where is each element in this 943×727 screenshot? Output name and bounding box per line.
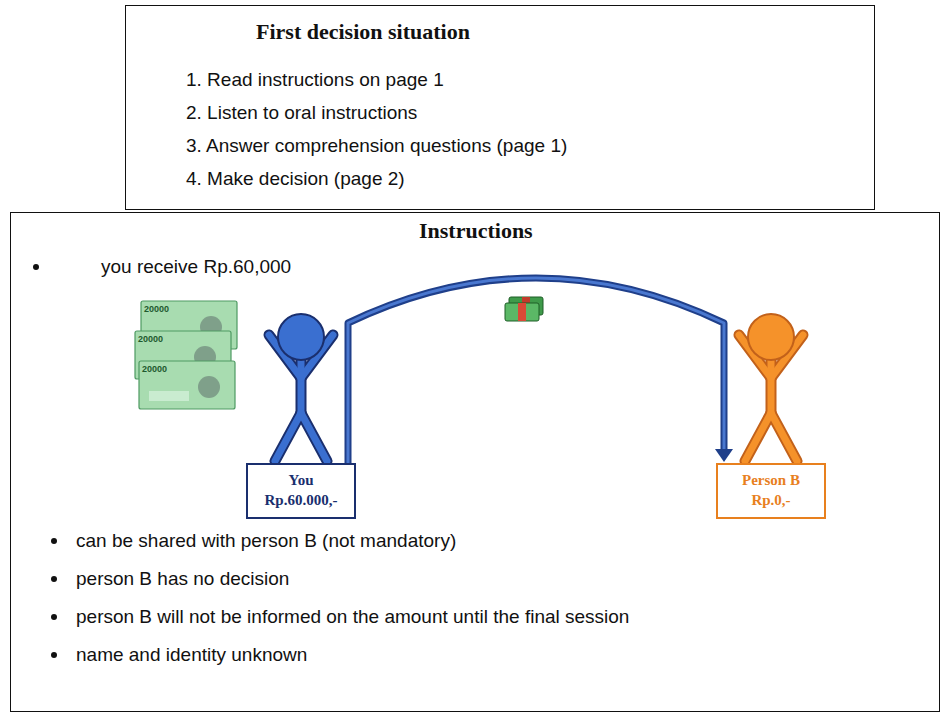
bullet-text: can be shared with person B (not mandato… xyxy=(76,529,456,553)
amount-label: Rp.0,- xyxy=(726,490,816,510)
panel-heading: First decision situation xyxy=(256,18,470,46)
person-name: Person B xyxy=(726,470,816,490)
bullet-dot xyxy=(51,614,57,620)
bullet-dot xyxy=(51,538,57,544)
blue-stick-figure xyxy=(269,314,333,461)
amount-label: Rp.60.000,- xyxy=(256,490,346,510)
banknotes xyxy=(135,301,237,409)
money-bundle xyxy=(505,297,543,321)
step-item: 3. Answer comprehension questions (page … xyxy=(186,134,567,158)
transfer-arrow xyxy=(348,278,733,463)
banknote-value: 20000 xyxy=(142,364,167,374)
panel-heading: Instructions xyxy=(419,217,533,245)
bullet-text: name and identity unknown xyxy=(76,643,307,667)
bullet-dot xyxy=(51,576,57,582)
bullet-text: you receive Rp.60,000 xyxy=(101,255,291,279)
step-item: 2. Listen to oral instructions xyxy=(186,101,417,125)
orange-stick-figure xyxy=(739,314,803,461)
panel-box: YouRp.60.000,- Person BRp.0,- Instructions… xyxy=(10,212,940,712)
bullet-text: person B has no decision xyxy=(76,567,289,591)
bullet-dot xyxy=(51,652,57,658)
step-item: 4. Make decision (page 2) xyxy=(186,167,405,191)
person-label-box: YouRp.60.000,- xyxy=(246,463,356,519)
bullet-text: person B will not be informed on the amo… xyxy=(76,605,629,629)
step-item: 1. Read instructions on page 1 xyxy=(186,68,444,92)
banknote-value: 20000 xyxy=(144,304,169,314)
person-label-box: Person BRp.0,- xyxy=(716,463,826,519)
person-name: You xyxy=(256,470,346,490)
bullet-dot xyxy=(33,264,39,270)
panel-box: First decision situation 1. Read instruct… xyxy=(125,5,875,210)
banknote-value: 20000 xyxy=(138,334,163,344)
